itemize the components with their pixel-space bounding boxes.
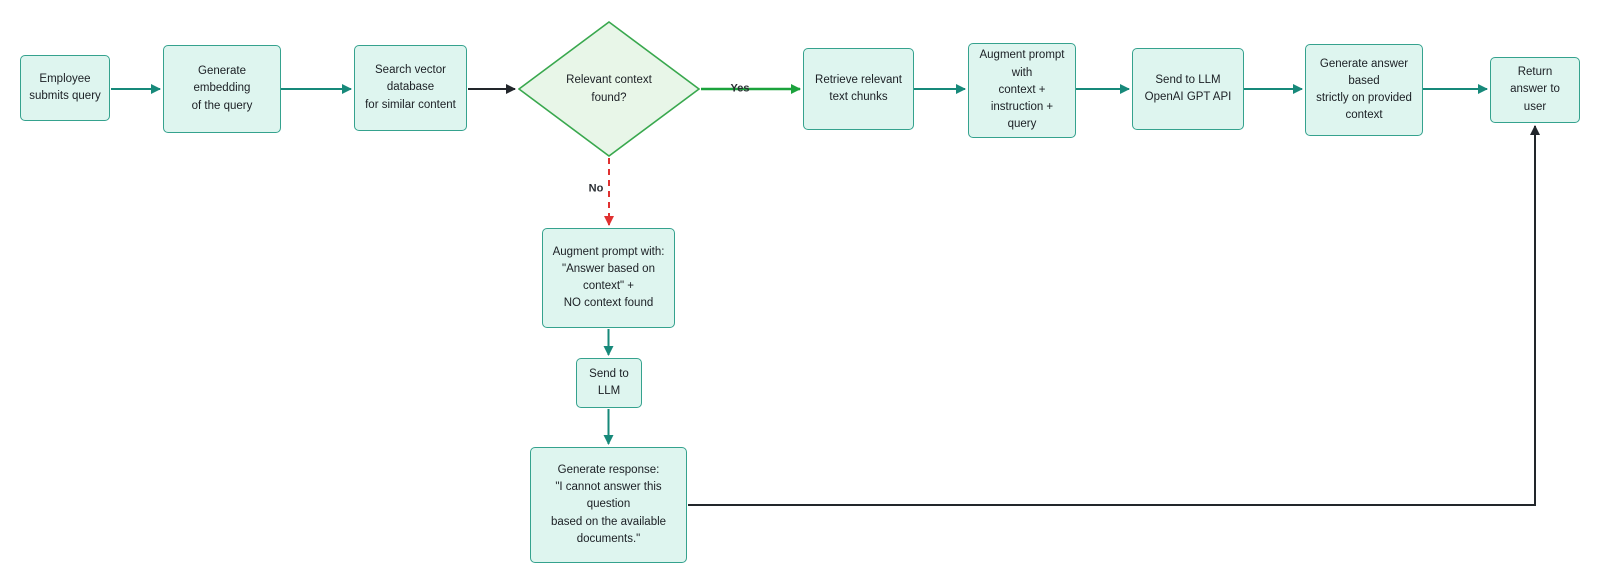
node-augment-prompt-no: Augment prompt with: "Answer based on co… bbox=[542, 228, 675, 328]
edge-genresponse-return bbox=[688, 125, 1540, 506]
node-retrieve-chunks: Retrieve relevant text chunks bbox=[803, 48, 914, 130]
node-generate-no-context-response: Generate response: "I cannot answer this… bbox=[530, 447, 687, 563]
node-return-answer: Return answer to user bbox=[1490, 57, 1580, 123]
node-generate-embedding: Generate embedding of the query bbox=[163, 45, 281, 133]
node-employee: Employee submits query bbox=[20, 55, 110, 121]
diamond-shape-icon bbox=[518, 21, 700, 157]
node-send-llm-no: Send to LLM bbox=[576, 358, 642, 408]
edge-label-yes: Yes bbox=[730, 82, 750, 95]
node-generate-answer: Generate answer based strictly on provid… bbox=[1305, 44, 1423, 136]
node-augment-prompt-yes: Augment prompt with context + instructio… bbox=[968, 43, 1076, 138]
node-send-llm-api: Send to LLM OpenAI GPT API bbox=[1132, 48, 1244, 130]
node-search-vector-db: Search vector database for similar conte… bbox=[354, 45, 467, 131]
edge-label-no: No bbox=[585, 182, 607, 196]
decision-relevant-context: Relevant context found? bbox=[518, 21, 700, 157]
decision-label: Relevant context found? bbox=[566, 73, 652, 104]
